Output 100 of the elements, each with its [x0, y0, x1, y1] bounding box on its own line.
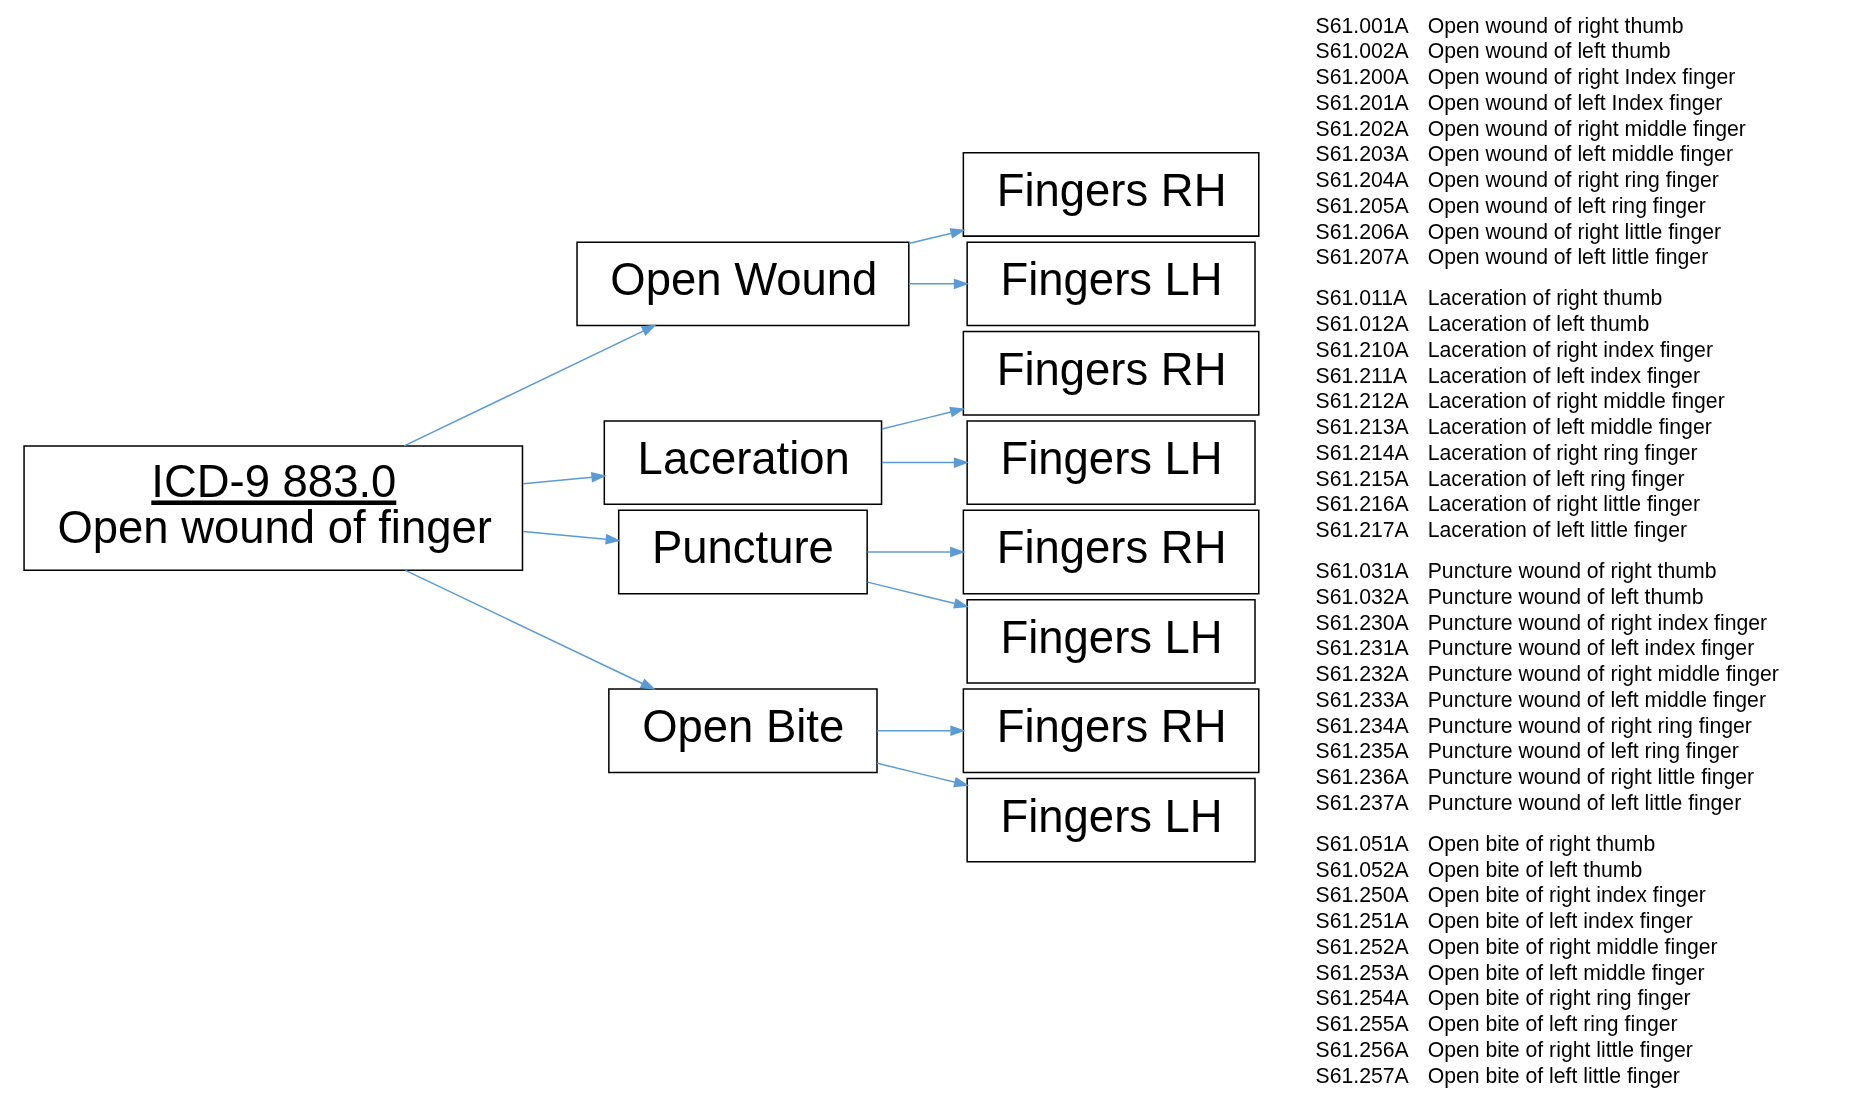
label: S61.230A	[1315, 610, 1409, 634]
label: Open bite of left thumb	[1427, 857, 1643, 881]
node-box: Fingers RH	[962, 509, 1260, 595]
label: S61.237A	[1315, 790, 1409, 814]
label: S61.213A	[1315, 415, 1409, 439]
label: Laceration of right ring finger	[1427, 440, 1698, 464]
label: Open bite of left index finger	[1427, 909, 1693, 933]
label: S61.200A	[1315, 65, 1409, 89]
label: Laceration of left thumb	[1427, 312, 1650, 336]
label: Open wound of left ring finger	[1427, 193, 1706, 217]
node-box: Fingers LH	[966, 241, 1256, 327]
label: S61.211A	[1315, 363, 1408, 387]
arrow	[908, 278, 969, 290]
label: S61.031A	[1315, 559, 1409, 583]
label: Open wound of left Index finger	[1427, 90, 1723, 114]
label: Open bite of right little finger	[1427, 1037, 1693, 1061]
node-box: Fingers RH	[962, 688, 1260, 774]
node-box: Fingers LH	[966, 598, 1256, 684]
label: S61.250A	[1315, 883, 1409, 907]
label: Open wound of left middle finger	[1427, 142, 1733, 166]
arrow	[881, 407, 966, 430]
label: Laceration of right little finger	[1427, 492, 1700, 516]
label: S61.011A	[1315, 286, 1408, 310]
label: S61.235A	[1315, 739, 1409, 763]
label: S61.203A	[1315, 142, 1409, 166]
label: Open bite of right ring finger	[1427, 986, 1691, 1010]
label: S61.001A	[1315, 13, 1409, 37]
label: Laceration of left ring finger	[1427, 466, 1685, 490]
label: Laceration of left little finger	[1427, 518, 1687, 542]
label: S61.252A	[1315, 934, 1409, 958]
label: Puncture wound of right middle finger	[1427, 662, 1779, 686]
label: S61.216A	[1315, 492, 1409, 516]
arrow	[522, 471, 607, 485]
label: Open bite of right index finger	[1427, 883, 1706, 907]
label: S61.205A	[1315, 193, 1409, 217]
label: Open wound of left little finger	[1427, 245, 1709, 269]
arrow	[404, 569, 656, 690]
label: Puncture wound of left ring finger	[1427, 739, 1739, 763]
label: Puncture wound of right thumb	[1427, 559, 1717, 583]
label: Open wound of right thumb	[1427, 13, 1684, 37]
label: Open bite of right middle finger	[1427, 934, 1718, 958]
label: S61.012A	[1315, 312, 1409, 336]
node-box: ICD-9 883.0 Open wound of finger	[23, 445, 524, 571]
label: Open bite of right thumb	[1427, 831, 1656, 855]
label: Laceration of left index finger	[1427, 363, 1700, 387]
label: Open wound of right ring finger	[1427, 168, 1719, 192]
label: S61.256A	[1315, 1037, 1409, 1061]
label: S61.052A	[1315, 857, 1409, 881]
label: S61.234A	[1315, 713, 1409, 737]
label: S61.233A	[1315, 687, 1409, 711]
label: Puncture wound of left index finger	[1427, 636, 1755, 660]
label: S61.231A	[1315, 636, 1409, 660]
label: Puncture wound of right little finger	[1427, 765, 1755, 789]
label: S61.255A	[1315, 1012, 1409, 1036]
label: S61.002A	[1315, 39, 1409, 63]
node-box: Laceration	[603, 420, 883, 506]
label: Puncture wound of right ring finger	[1427, 713, 1752, 737]
label: S61.253A	[1315, 960, 1409, 984]
label: S61.215A	[1315, 466, 1409, 490]
label: S61.206A	[1315, 219, 1409, 243]
label: S61.202A	[1315, 116, 1409, 140]
node-box: Fingers RH	[962, 330, 1260, 416]
label: Open wound of right little finger	[1427, 219, 1722, 243]
arrow	[908, 228, 966, 245]
node-box: Fingers LH	[966, 420, 1256, 506]
arrow	[866, 546, 966, 558]
label: Open bite of left middle finger	[1427, 960, 1705, 984]
label: Puncture wound of left little finger	[1427, 790, 1742, 814]
label: S61.051A	[1315, 831, 1409, 855]
label: S61.032A	[1315, 584, 1409, 608]
label: Open wound of left thumb	[1427, 39, 1671, 63]
node-box: Fingers RH	[962, 152, 1260, 237]
label: S61.207A	[1315, 245, 1409, 269]
label: Laceration of left middle finger	[1427, 415, 1712, 439]
label: Puncture wound of left thumb	[1427, 584, 1704, 608]
node-box: Puncture	[617, 509, 868, 595]
label: Laceration of right thumb	[1427, 286, 1663, 310]
label: S61.210A	[1315, 337, 1409, 361]
label: S61.217A	[1315, 518, 1409, 542]
label: Laceration of right index finger	[1427, 337, 1713, 361]
label: S61.232A	[1315, 662, 1409, 686]
node-box: Open Wound	[576, 241, 910, 327]
label: Open wound of right middle finger	[1427, 116, 1746, 140]
node-box: Fingers LH	[966, 777, 1256, 863]
arrow	[876, 762, 970, 788]
label: S61.204A	[1315, 168, 1409, 192]
label: Open wound of right Index finger	[1427, 65, 1736, 89]
label: S61.214A	[1315, 440, 1409, 464]
arrow	[403, 324, 657, 447]
label: S61.257A	[1315, 1063, 1409, 1087]
label: S61.251A	[1315, 909, 1409, 933]
label: S61.254A	[1315, 986, 1409, 1010]
label: Open bite of left ring finger	[1427, 1012, 1678, 1036]
label: S61.212A	[1315, 389, 1409, 413]
arrow	[522, 530, 621, 545]
arrow	[876, 725, 966, 737]
node-box: Open Bite	[608, 688, 878, 774]
label: Open bite of left little finger	[1427, 1063, 1680, 1087]
arrow	[881, 457, 969, 468]
arrow	[866, 581, 970, 609]
